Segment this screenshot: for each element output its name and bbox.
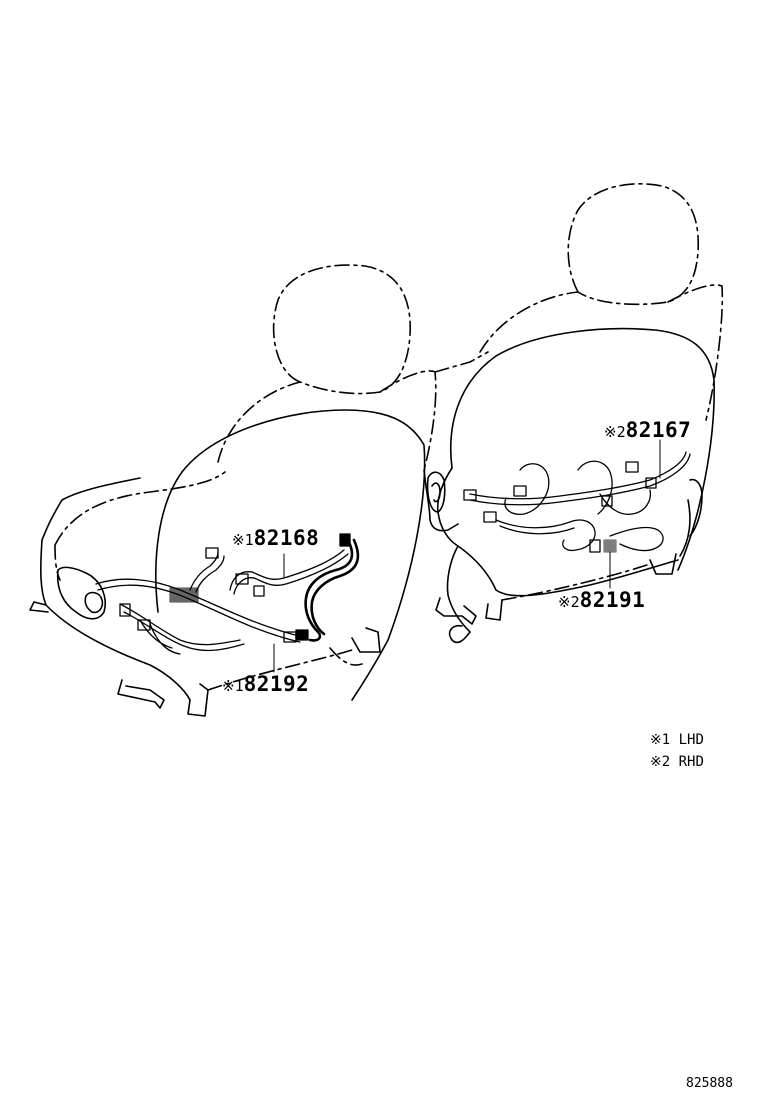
right-harness-loop-c (599, 489, 652, 515)
right-harness-main (469, 451, 687, 500)
left-seat-rail (187, 683, 209, 717)
callout-82192-mark: ※1 (222, 677, 244, 695)
right-wire-harness (463, 439, 691, 589)
callout-82168-number: 82168 (253, 526, 320, 550)
left-seat-headrest (272, 264, 411, 395)
right-seat-side-trim (679, 478, 703, 557)
right-seat-cushion-side (436, 467, 497, 591)
right-connector-e (625, 461, 639, 473)
left-harness-main-2 (97, 584, 301, 643)
right-harness-lower (495, 519, 596, 552)
callout-82192: ※182192 (222, 674, 309, 695)
left-seat-trim-knob (84, 591, 104, 614)
right-connector-d (601, 495, 613, 507)
right-seat-base-front (446, 545, 471, 633)
callout-82167-number: 82167 (625, 418, 692, 442)
left-harness-to-82168 (229, 549, 345, 591)
legend-rhd: ※2 RHD (650, 754, 704, 770)
left-connector-c (253, 585, 265, 597)
right-seat-backrest (479, 284, 724, 421)
diagram-code: 825888 (686, 1076, 733, 1091)
left-connector-b (235, 573, 249, 585)
left-connector-a (205, 547, 219, 559)
callout-82191: ※282191 (558, 590, 645, 611)
left-seat-cushion (54, 471, 226, 581)
callout-82168-mark: ※1 (232, 531, 254, 549)
center-console-top (434, 351, 489, 373)
left-wire-harness (95, 533, 360, 673)
left-harness-dark-loop (304, 538, 354, 642)
callout-82191-number: 82191 (579, 588, 646, 612)
left-seat-side-trim (56, 566, 106, 620)
right-connector-a (463, 489, 477, 501)
right-seat-base (495, 559, 679, 597)
right-seat-lower-hook (448, 624, 471, 644)
callout-82168: ※182168 (232, 528, 319, 549)
right-harness-loop-b (577, 460, 613, 515)
callout-82191-mark: ※2 (558, 593, 580, 611)
left-connector-h (137, 619, 151, 631)
left-harness-lower (119, 603, 241, 646)
right-connector-g (589, 539, 601, 553)
right-harness-lower-2 (499, 525, 575, 535)
left-connector-g (339, 533, 351, 547)
right-seat-outline (423, 183, 724, 644)
right-seat-bracket-inner (431, 482, 441, 503)
left-harness-lower-2 (123, 611, 245, 652)
left-connector-d (119, 603, 131, 617)
right-seat-back-panel (450, 327, 715, 571)
left-seat-front-foot (117, 679, 165, 709)
right-harness-to-82191 (609, 526, 664, 552)
left-seat-outline (29, 264, 437, 717)
left-seat-rear-foot (351, 627, 381, 653)
left-harness-to-82168-2 (233, 553, 349, 595)
right-harness-loop-a (504, 463, 550, 515)
right-seat-rail-right (649, 553, 677, 575)
callout-82192-number: 82192 (243, 672, 310, 696)
left-seat-backrest (217, 370, 437, 471)
left-connector-i (169, 587, 199, 603)
left-seat-back-panel (155, 409, 426, 701)
left-harness-dark-loop-2 (310, 538, 360, 636)
left-harness-branch-up (189, 551, 219, 591)
left-seat-floor-edge (207, 647, 363, 691)
right-harness-main-2 (469, 453, 691, 506)
left-seat-base-side (40, 539, 191, 701)
right-seat-bracket (426, 471, 446, 513)
left-harness-branch-up-2 (195, 555, 225, 593)
callout-82167: ※282167 (604, 420, 691, 441)
right-connector-c (513, 485, 527, 497)
callout-82167-mark: ※2 (604, 423, 626, 441)
left-harness-tail (139, 619, 181, 655)
right-seat-headrest (567, 183, 700, 306)
right-seat-rail-left (485, 599, 503, 621)
right-seat-floor (501, 563, 651, 601)
right-connector-h (603, 539, 617, 553)
right-connector-f (645, 477, 657, 489)
right-seat-front-foot (435, 597, 477, 625)
legend-lhd: ※1 LHD (650, 732, 704, 748)
left-connector-f (295, 629, 309, 641)
left-harness-main (95, 578, 301, 637)
left-seat-cushion-front (41, 477, 141, 541)
right-connector-b (483, 511, 497, 523)
left-seat-base-lower (29, 601, 49, 613)
